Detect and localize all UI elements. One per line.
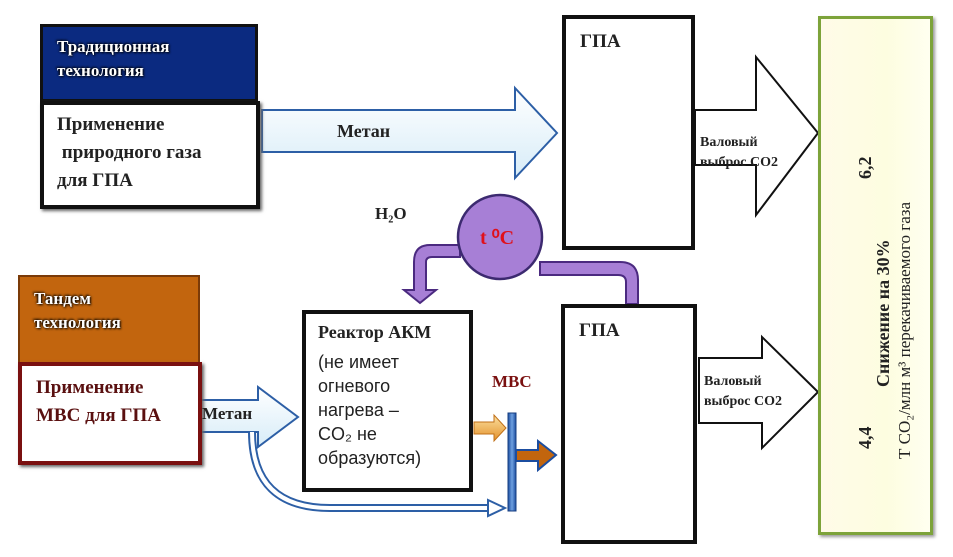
result-panel: 6,2 4,4 Снижение на 30% Т CO₂/млн м³ пер… bbox=[818, 16, 933, 535]
tandem-value: 4,4 bbox=[855, 426, 875, 450]
reactor-title: Реактор АКМ bbox=[318, 322, 432, 342]
reduction-label: Снижение на 30% bbox=[873, 239, 893, 387]
emission-arrow-tandem bbox=[698, 334, 820, 451]
heat-circle bbox=[456, 193, 544, 281]
traditional-header-line2: технология bbox=[57, 61, 144, 80]
traditional-desc-line2: природного газа bbox=[57, 142, 202, 163]
methane-arrow-traditional bbox=[261, 85, 559, 181]
traditional-emission-line1: Валовый bbox=[700, 135, 758, 150]
gpa-label-tandem: ГПА bbox=[579, 320, 620, 341]
traditional-emission-line2: выброс CO2 bbox=[700, 155, 778, 170]
tandem-header-line2: технология bbox=[34, 313, 121, 332]
tandem-emission-line2: выброс CO2 bbox=[704, 394, 782, 409]
tandem-emission-line1: Валовый bbox=[704, 374, 762, 389]
traditional-emission-label: Валовый выброс CO2 bbox=[700, 133, 778, 173]
heat-pipe-left bbox=[401, 244, 461, 305]
traditional-header-line1: Традиционная bbox=[57, 37, 170, 56]
mix-label: МВС bbox=[492, 372, 532, 391]
reactor-output-arrow bbox=[473, 413, 507, 443]
traditional-desc-line1: Применение bbox=[57, 114, 165, 135]
heat-pipe-right bbox=[539, 261, 639, 305]
traditional-value: 6,2 bbox=[855, 156, 875, 180]
tandem-header-line1: Тандем bbox=[34, 289, 91, 308]
traditional-header: Традиционная технология bbox=[40, 24, 258, 102]
mixer-bar bbox=[507, 412, 517, 512]
mix-arrow bbox=[515, 438, 558, 473]
tandem-header: Тандем технология bbox=[18, 275, 200, 365]
water-label: H₂O bbox=[375, 204, 407, 223]
tandem-methane-label: Метан bbox=[202, 404, 253, 423]
tandem-desc-line1: Применение bbox=[36, 377, 144, 398]
traditional-description-box: Применение природного газа для ГПА bbox=[40, 101, 260, 209]
units-label: Т CO₂/млн м³ перекачиваемого газа bbox=[895, 201, 914, 459]
gpa-unit-tandem: ГПА bbox=[561, 304, 697, 544]
heat-label: t ⁰C bbox=[480, 227, 515, 249]
gpa-label-traditional: ГПА bbox=[580, 31, 621, 52]
tandem-description-box: Применение МВС для ГПА bbox=[18, 362, 202, 465]
reactor-akm-box: Реактор АКМ (не имеет огневого нагрева –… bbox=[302, 310, 473, 492]
gpa-unit-traditional: ГПА bbox=[562, 15, 695, 250]
tandem-emission-label: Валовый выброс CO2 bbox=[704, 372, 782, 412]
traditional-methane-label: Метан bbox=[337, 121, 391, 141]
reactor-description: (не имеет огневого нагрева – CO₂ не обра… bbox=[318, 352, 422, 468]
traditional-desc-line3: для ГПА bbox=[57, 170, 133, 191]
emission-arrow-traditional bbox=[694, 54, 820, 218]
tandem-desc-line2: МВС для ГПА bbox=[36, 405, 161, 426]
